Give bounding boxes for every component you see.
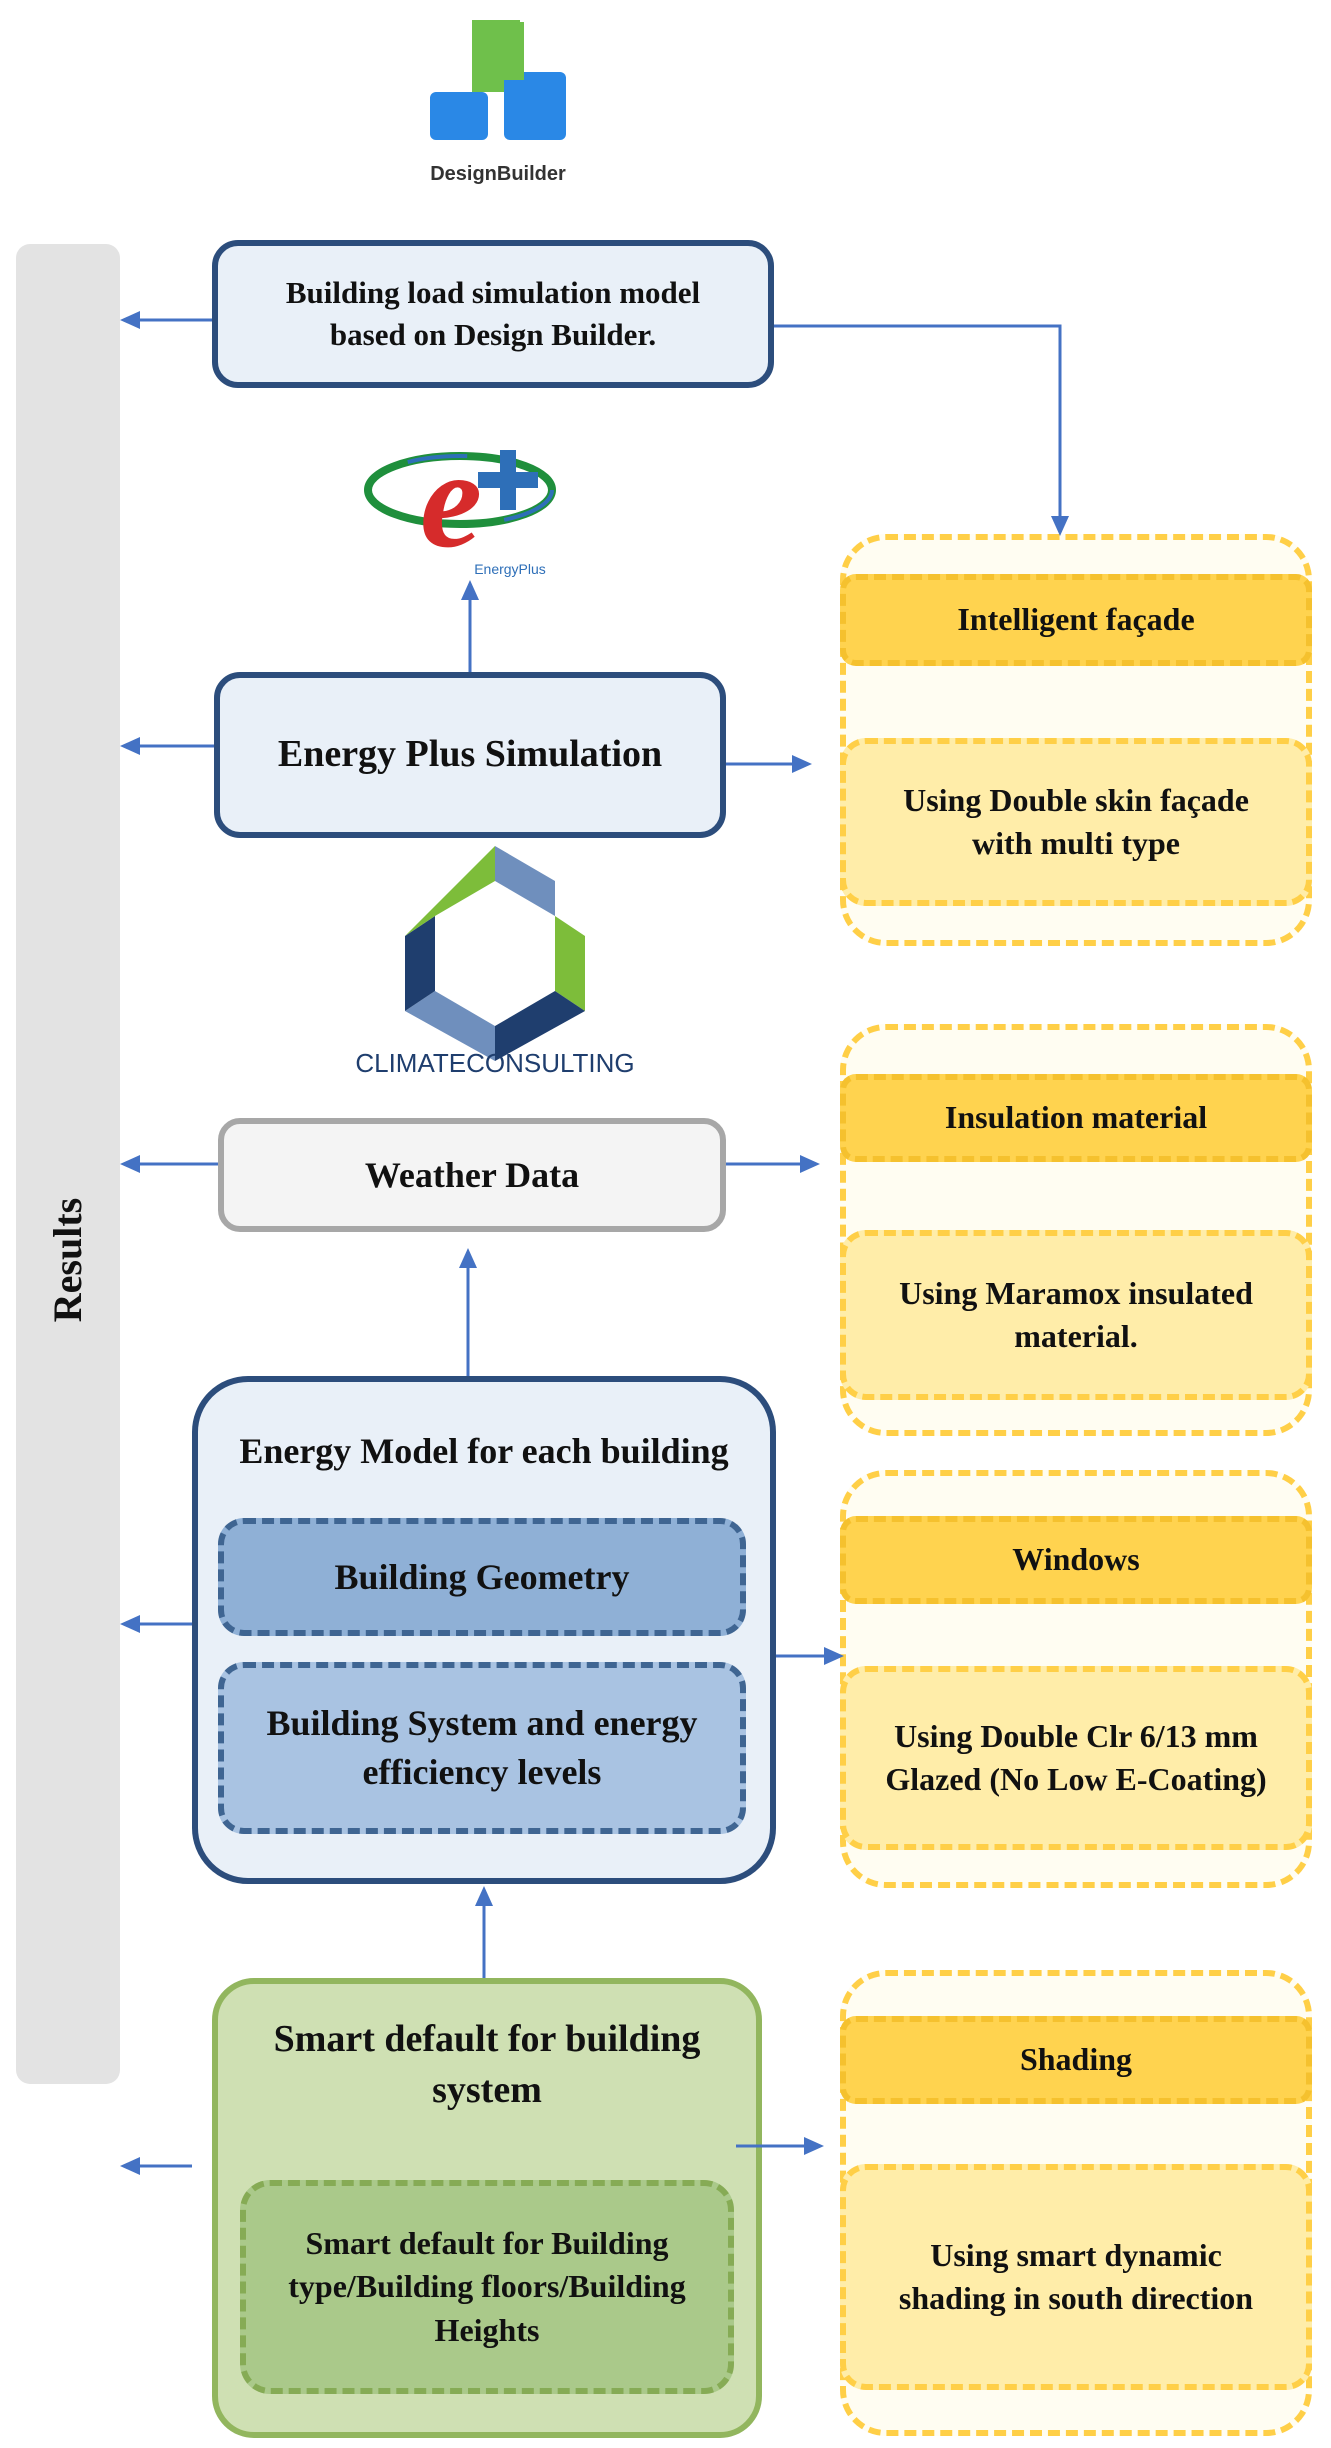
smart-default-box: Smart default for building system Smart … bbox=[212, 1978, 762, 2438]
svg-text:e: e bbox=[420, 428, 482, 577]
arrow-designbuilder-to-facade bbox=[774, 324, 1069, 536]
energy-plus-box: Energy Plus Simulation bbox=[214, 672, 726, 838]
energy-model-box: Energy Model for each building Building … bbox=[192, 1376, 776, 1884]
strategy-insulation-material: Insulation material Using Maramox insula… bbox=[840, 1024, 1312, 1436]
energyplus-logo: e EnergyPlus bbox=[360, 428, 570, 578]
designbuilder-logo: DesignBuilder bbox=[420, 20, 600, 200]
strategy-body: Using Double skin façade with multi type bbox=[840, 738, 1312, 906]
strategy-body: Using Maramox insulated material. bbox=[840, 1230, 1312, 1400]
building-geometry-box: Building Geometry bbox=[218, 1518, 746, 1636]
smart-default-inner-box: Smart default for Building type/Building… bbox=[240, 2180, 734, 2394]
weather-data-box: Weather Data bbox=[218, 1118, 726, 1232]
strategy-title: Windows bbox=[840, 1516, 1312, 1604]
building-system-box: Building System and energy efficiency le… bbox=[218, 1662, 746, 1834]
results-label: Results bbox=[45, 1197, 90, 1323]
strategy-title: Insulation material bbox=[840, 1074, 1312, 1162]
svg-text:EnergyPlus: EnergyPlus bbox=[474, 561, 546, 577]
strategy-body: Using Double Clr 6/13 mm Glazed (No Low … bbox=[840, 1666, 1312, 1850]
climate-consulting-logo: CLIMATECONSULTING bbox=[350, 836, 640, 1076]
strategy-title: Intelligent façade bbox=[840, 574, 1312, 666]
strategy-body: Using smart dynamic shading in south dir… bbox=[840, 2164, 1312, 2390]
smart-default-title: Smart default for building system bbox=[273, 2017, 701, 2111]
strategy-shading: Shading Using smart dynamic shading in s… bbox=[840, 1970, 1312, 2436]
results-bar bbox=[16, 244, 120, 2084]
strategy-title: Shading bbox=[840, 2016, 1312, 2104]
strategy-windows: Windows Using Double Clr 6/13 mm Glazed … bbox=[840, 1470, 1312, 1888]
strategy-intelligent-facade: Intelligent façade Using Double skin faç… bbox=[840, 534, 1312, 946]
design-builder-box: Building load simulation model based on … bbox=[212, 240, 774, 388]
climate-consulting-logo-text: CLIMATECONSULTING bbox=[355, 1048, 634, 1076]
designbuilder-logo-text: DesignBuilder bbox=[430, 163, 566, 185]
energy-model-title: Energy Model for each building bbox=[239, 1430, 729, 1471]
